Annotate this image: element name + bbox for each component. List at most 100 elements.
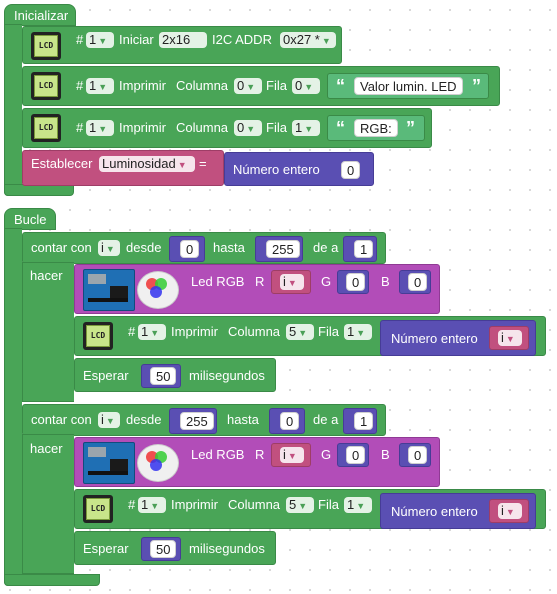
- lcd-icon: LCD: [31, 114, 61, 142]
- lcd-number-dropdown[interactable]: 1▼: [86, 78, 114, 94]
- r-label: R: [255, 447, 265, 462]
- lcd-icon: LCD: [83, 322, 113, 350]
- loop-var-dropdown[interactable]: i▼: [98, 412, 120, 428]
- contar-con-label: contar con: [31, 412, 92, 427]
- r-label: R: [255, 274, 265, 289]
- g-label: G: [321, 447, 332, 462]
- b-value-block[interactable]: 0: [399, 443, 431, 467]
- loop-var-dropdown[interactable]: i▼: [98, 240, 120, 256]
- led-rgb-block[interactable]: Led RGB R i▼ G 0 B 0: [74, 264, 440, 314]
- imprimir-label: Imprimir: [171, 324, 218, 339]
- columna-dropdown[interactable]: 0▼: [234, 78, 262, 94]
- milisegundos-label: milisegundos: [189, 541, 265, 556]
- numero-entero-block[interactable]: Número entero 0: [224, 152, 374, 186]
- step-value-block[interactable]: 1: [343, 408, 377, 434]
- arduino-board-icon: [83, 442, 135, 484]
- lcd-size-dropdown[interactable]: 2x16: [159, 32, 207, 48]
- numero-entero-label: Número entero: [391, 331, 478, 346]
- fila-dropdown[interactable]: 0▼: [292, 78, 320, 94]
- led-rgb-block[interactable]: Led RGB R i▼ G 0 B 0: [74, 437, 440, 487]
- esperar-block[interactable]: Esperar 50 milisegundos: [74, 358, 276, 392]
- esperar-block[interactable]: Esperar 50 milisegundos: [74, 531, 276, 565]
- arduino-board-icon: [83, 269, 135, 311]
- hash-label: #: [76, 78, 84, 93]
- imprimir-label: Imprimir: [119, 120, 166, 135]
- inicializar-container[interactable]: [4, 24, 22, 196]
- b-value-block[interactable]: 0: [399, 270, 431, 294]
- g-value-block[interactable]: 0: [337, 443, 369, 467]
- bucle-hat[interactable]: Bucle: [4, 208, 56, 230]
- contar-con-label: contar con: [31, 240, 92, 255]
- hacer-label: hacer: [30, 268, 63, 283]
- to-value-block[interactable]: 255: [255, 236, 303, 262]
- ms-value-block[interactable]: 50: [141, 364, 181, 388]
- fila-label: Fila: [266, 120, 287, 135]
- text-value-field[interactable]: RGB:: [354, 119, 398, 137]
- step-value-block[interactable]: 1: [343, 236, 377, 262]
- from-value-block[interactable]: 255: [169, 408, 217, 434]
- hasta-label: hasta: [227, 412, 259, 427]
- text-value-field[interactable]: Valor lumin. LED: [354, 77, 463, 95]
- ms-value-block[interactable]: 50: [141, 537, 181, 561]
- quote-close-icon: ”: [406, 118, 415, 138]
- columna-dropdown[interactable]: 5▼: [286, 324, 314, 340]
- lcd-number-dropdown[interactable]: 1▼: [138, 497, 166, 513]
- param-dropdown[interactable]: Luminosidad▼: [99, 156, 195, 172]
- columna-dropdown[interactable]: 5▼: [286, 497, 314, 513]
- bucle-bottom: [4, 574, 100, 586]
- i2c-addr-dropdown[interactable]: 0x27 *▼: [280, 32, 336, 48]
- text-string-block[interactable]: “ RGB: ”: [327, 115, 425, 141]
- to-value-block[interactable]: 0: [269, 408, 305, 434]
- fila-dropdown[interactable]: 1▼: [292, 120, 320, 136]
- numero-entero-label: Número entero: [391, 504, 478, 519]
- bucle-label: Bucle: [14, 212, 47, 227]
- lcd-init-block[interactable]: LCD # 1▼ Iniciar 2x16 I2C ADDR 0x27 *▼: [22, 26, 342, 64]
- lcd-print-block[interactable]: LCD # 1▼ Imprimir Columna 0▼ Fila 0▼ “ V…: [22, 66, 500, 106]
- for-loop-block[interactable]: contar con i▼ desde 0 hasta 255 de a 1: [22, 232, 386, 264]
- led-rgb-label: Led RGB: [191, 274, 245, 289]
- columna-label: Columna: [228, 324, 281, 339]
- desde-label: desde: [126, 412, 162, 427]
- numero-entero-block[interactable]: Número entero i▼: [380, 493, 536, 529]
- establecer-label: Establecer: [31, 156, 93, 171]
- hash-label: #: [128, 324, 136, 339]
- r-var-block[interactable]: i▼: [271, 443, 311, 467]
- fila-label: Fila: [318, 497, 339, 512]
- lcd-number-dropdown[interactable]: 1▼: [86, 120, 114, 136]
- fila-dropdown[interactable]: 1▼: [344, 324, 372, 340]
- g-value-block[interactable]: 0: [337, 270, 369, 294]
- bucle-container[interactable]: [4, 228, 22, 586]
- var-i-block[interactable]: i▼: [489, 499, 529, 523]
- i2c-label: I2C ADDR: [212, 32, 272, 47]
- columna-dropdown[interactable]: 0▼: [234, 120, 262, 136]
- lcd-number-dropdown[interactable]: 1▼: [138, 324, 166, 340]
- hash-label: #: [128, 497, 136, 512]
- from-value-block[interactable]: 0: [169, 236, 205, 262]
- equals-label: =: [199, 156, 207, 171]
- lcd-icon: LCD: [31, 32, 61, 60]
- quote-open-icon: “: [336, 118, 345, 138]
- lcd-print-block[interactable]: LCD # 1▼ Imprimir Columna 0▼ Fila 1▼ “ R…: [22, 108, 432, 148]
- inicializar-hat[interactable]: Inicializar: [4, 4, 76, 26]
- text-string-block[interactable]: “ Valor lumin. LED ”: [327, 73, 489, 99]
- r-var-block[interactable]: i▼: [271, 270, 311, 294]
- var-i-block[interactable]: i▼: [489, 326, 529, 350]
- columna-label: Columna: [176, 78, 229, 93]
- for-loop-block[interactable]: contar con i▼ desde 255 hasta 0 de a 1: [22, 404, 386, 436]
- fila-label: Fila: [266, 78, 287, 93]
- for-loop-body: [22, 434, 74, 574]
- establecer-block[interactable]: Establecer Luminosidad▼ =: [22, 150, 224, 186]
- de-a-label: de a: [313, 412, 339, 427]
- lcd-icon: LCD: [83, 495, 113, 523]
- numero-entero-value[interactable]: 0: [341, 161, 361, 179]
- for-loop-body: [22, 262, 74, 402]
- fila-dropdown[interactable]: 1▼: [344, 497, 372, 513]
- hasta-label: hasta: [213, 240, 245, 255]
- numero-entero-block[interactable]: Número entero i▼: [380, 320, 536, 356]
- columna-label: Columna: [228, 497, 281, 512]
- desde-label: desde: [126, 240, 162, 255]
- lcd-number-dropdown[interactable]: 1▼: [86, 32, 114, 48]
- milisegundos-label: milisegundos: [189, 368, 265, 383]
- de-a-label: de a: [313, 240, 339, 255]
- quote-close-icon: ”: [472, 76, 481, 96]
